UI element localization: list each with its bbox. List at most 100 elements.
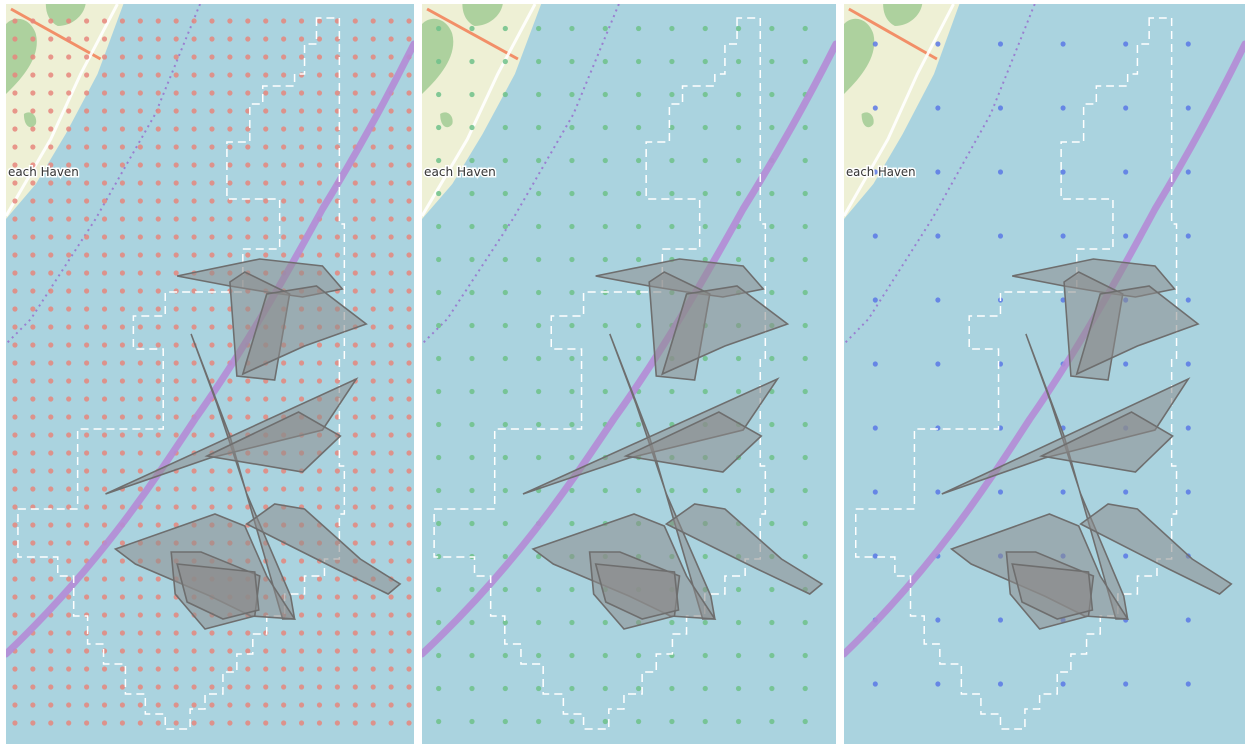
sample-point (155, 486, 161, 492)
sample-point (12, 612, 18, 618)
survey-polygon[interactable] (1025, 333, 1129, 620)
sample-point (406, 414, 412, 420)
sample-point (245, 36, 251, 42)
sample-point (173, 126, 179, 132)
survey-polygon[interactable] (245, 503, 402, 595)
survey-polygon[interactable] (594, 563, 680, 620)
sample-point (298, 162, 305, 168)
sample-point (281, 90, 287, 96)
sample-point (469, 685, 475, 692)
sample-point (602, 256, 608, 263)
sample-point (12, 90, 18, 96)
sample-point (997, 489, 1004, 495)
sample-point (406, 216, 412, 222)
sample-point (101, 360, 108, 366)
sample-point (48, 630, 54, 636)
sample-point (84, 702, 90, 708)
sample-point (406, 684, 412, 690)
sample-point (119, 162, 126, 168)
sample-point (209, 90, 215, 96)
sample-point (119, 612, 126, 618)
sample-point (370, 90, 376, 96)
sample-point (263, 144, 269, 150)
sample-point (209, 306, 215, 312)
sample-point (769, 421, 775, 428)
sample-point (436, 91, 442, 98)
sample-point (334, 594, 340, 600)
sample-point (502, 157, 508, 164)
sample-point (536, 289, 542, 296)
sample-point (406, 324, 412, 330)
sample-point (155, 630, 161, 636)
survey-polygon[interactable] (623, 411, 763, 473)
sample-point (66, 342, 72, 348)
survey-polygon[interactable] (1038, 411, 1174, 473)
survey-polygon[interactable] (664, 503, 824, 595)
sample-point (227, 216, 233, 222)
sample-point (334, 684, 340, 690)
sample-point (388, 108, 394, 114)
sample-point (30, 414, 36, 420)
survey-polygon[interactable] (1075, 285, 1200, 376)
sample-point (155, 288, 161, 294)
sample-point (84, 630, 90, 636)
sample-point (119, 234, 126, 240)
sample-point (502, 718, 508, 725)
sample-point (48, 486, 54, 492)
sample-point (30, 576, 36, 582)
sample-point (569, 619, 575, 626)
sample-point (735, 157, 742, 164)
sample-point (388, 54, 394, 60)
sample-point (12, 630, 18, 636)
map-panel-sparse-grid[interactable]: each Haven (844, 4, 1245, 744)
sample-point (735, 586, 742, 593)
survey-polygon[interactable] (241, 285, 368, 376)
sample-point (935, 425, 941, 431)
sample-point (536, 58, 542, 65)
sample-point (191, 378, 197, 384)
sample-point (119, 288, 126, 294)
sample-point (370, 648, 376, 654)
sample-point (48, 270, 54, 276)
survey-polygon[interactable] (176, 563, 260, 620)
sample-point (101, 468, 108, 474)
map-panel-medium-grid[interactable]: each Haven (422, 4, 836, 744)
survey-polygon[interactable] (204, 411, 342, 473)
sample-point (66, 594, 72, 600)
sample-point (173, 108, 179, 114)
survey-polygon[interactable] (1079, 503, 1233, 595)
sample-point (502, 322, 508, 329)
sample-point (12, 486, 18, 492)
sample-point (66, 270, 72, 276)
survey-polygon[interactable] (190, 333, 296, 620)
sample-point (66, 558, 72, 564)
highway-road (848, 7, 938, 61)
sample-point (406, 234, 412, 240)
survey-polygon[interactable] (609, 333, 716, 620)
sample-point (352, 162, 358, 168)
sample-point (12, 324, 18, 330)
sample-point (119, 198, 126, 204)
sample-point (12, 252, 18, 258)
survey-polygon[interactable] (661, 285, 790, 376)
sample-point (119, 252, 126, 258)
sample-point (502, 586, 508, 593)
sample-point (281, 126, 287, 132)
sample-point (352, 360, 358, 366)
sample-point (872, 233, 878, 239)
sample-point (669, 25, 675, 32)
sample-point (66, 18, 72, 24)
sample-point (352, 180, 358, 186)
sample-point (173, 18, 179, 24)
sample-point (316, 360, 323, 366)
sample-point (298, 54, 305, 60)
sample-point (119, 324, 126, 330)
sample-point (173, 486, 179, 492)
survey-polygon[interactable] (1011, 563, 1094, 620)
sample-point (735, 487, 742, 494)
map-panel-dense-grid[interactable]: each Haven (6, 4, 414, 744)
sample-point (316, 72, 323, 78)
sample-point (569, 322, 575, 329)
sample-point (469, 454, 475, 461)
sample-point (66, 576, 72, 582)
